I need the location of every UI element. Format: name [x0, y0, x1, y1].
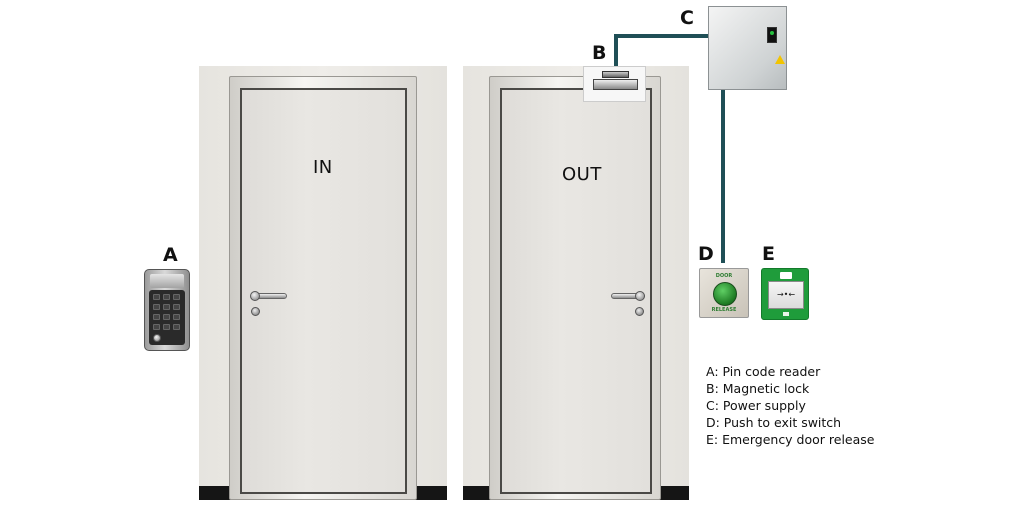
exit-switch-letter: D: [698, 243, 714, 265]
keypad-key: [153, 324, 160, 330]
keypad-key: [163, 324, 170, 330]
door-out-rose: [635, 291, 645, 301]
exit-switch-top-text: DOOR: [715, 273, 733, 279]
wire-maglock-horizontal: [614, 34, 709, 38]
keypad-key: [163, 304, 170, 310]
door-in: IN: [240, 88, 407, 494]
keypad-key: [153, 314, 160, 320]
emergency-foot-mark: [783, 312, 789, 316]
door-out-keyhole: [635, 307, 644, 316]
door-out-label: OUT: [562, 164, 602, 185]
keypad-key: [163, 314, 170, 320]
keypad-key: [153, 304, 160, 310]
psu-letter: C: [680, 7, 694, 29]
exit-switch-bottom-text: RELEASE: [711, 307, 737, 313]
maglock-body: [593, 79, 638, 90]
emergency-release-icon: →•←: [761, 268, 809, 320]
psu-led-icon: [770, 31, 774, 35]
legend-item: B: Magnetic lock: [706, 381, 810, 396]
door-in-keyhole: [251, 307, 260, 316]
legend-item: E: Emergency door release: [706, 432, 875, 447]
keypad-key: [173, 294, 180, 300]
keypad-letter: A: [163, 244, 178, 266]
push-to-exit-icon: DOOR RELEASE: [699, 268, 749, 318]
keypad-key: [173, 324, 180, 330]
power-supply-icon: [708, 6, 787, 90]
keypad-key: [153, 294, 160, 300]
emergency-exit-sign-icon: [780, 272, 792, 279]
psu-indicator-panel: [767, 27, 777, 43]
legend-item: C: Power supply: [706, 398, 806, 413]
door-in-rose: [250, 291, 260, 301]
maglock-letter: B: [592, 42, 607, 64]
door-in-label: IN: [313, 157, 333, 178]
wire-maglock-vertical: [614, 34, 618, 70]
maglock-plate: [602, 71, 629, 78]
keypad-face: [149, 290, 185, 345]
emergency-letter: E: [762, 243, 775, 265]
emergency-arrows: →•←: [776, 290, 796, 299]
magnetic-lock-icon: [583, 66, 646, 102]
keypad-key: [173, 304, 180, 310]
exit-switch-button: [713, 282, 737, 306]
wire-exit-switch: [721, 89, 725, 263]
keypad-key: [163, 294, 170, 300]
emergency-glass-panel: →•←: [768, 281, 804, 309]
pin-code-reader-icon: [144, 269, 190, 351]
keypad-key: [173, 314, 180, 320]
door-out: OUT: [500, 88, 652, 494]
keypad-reader-window: [150, 274, 184, 288]
legend-item: A: Pin code reader: [706, 364, 821, 379]
legend: A: Pin code reader B: Magnetic lock C: P…: [706, 363, 874, 448]
legend-item: D: Push to exit switch: [706, 415, 842, 430]
warning-triangle-icon: [775, 55, 785, 64]
keypad-lock-icon: [153, 334, 161, 342]
